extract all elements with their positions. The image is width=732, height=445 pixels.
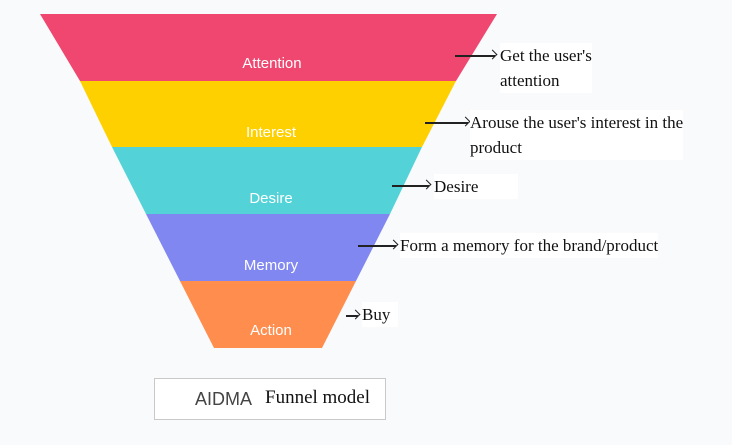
arrow-interest [425, 122, 468, 124]
funnel-stage-desire [112, 147, 422, 214]
arrow-desire [392, 185, 429, 187]
stage-label-attention: Attention [242, 55, 301, 72]
arrow-attention [455, 55, 495, 57]
caption-prefix: AIDMA [195, 389, 253, 409]
stage-label-memory: Memory [244, 257, 299, 274]
arrow-action [346, 315, 358, 317]
stage-label-action: Action [250, 322, 292, 339]
annotation-action: Buy [362, 302, 399, 327]
caption-box: AIDMA Funnel model [154, 378, 386, 420]
funnel-stage-interest [80, 81, 456, 147]
annotation-interest-line2: product [470, 138, 522, 157]
funnel-stage-memory [146, 214, 390, 281]
annotation-memory: Form a memory for the brand/product [400, 233, 659, 258]
arrow-memory [358, 245, 396, 247]
annotation-attention-line2: attention [500, 71, 560, 90]
annotation-desire-line1: Desire [434, 177, 479, 196]
stage-label-interest: Interest [246, 124, 297, 141]
annotation-memory-line1: Form a memory for the brand/product [400, 236, 659, 255]
annotation-attention: Get the user's attention [500, 43, 592, 93]
annotation-interest-line1: Arouse the user's interest in the [470, 113, 684, 132]
annotation-desire: Desire [434, 174, 519, 199]
stage-label-desire: Desire [249, 190, 292, 207]
funnel-stage-action [180, 281, 356, 348]
annotation-attention-line1: Get the user's [500, 46, 592, 65]
caption-suffix: Funnel model [265, 387, 371, 408]
annotation-action-line1: Buy [362, 305, 391, 324]
funnel-stage-attention [40, 14, 497, 81]
annotation-interest: Arouse the user's interest in the produc… [470, 110, 684, 160]
